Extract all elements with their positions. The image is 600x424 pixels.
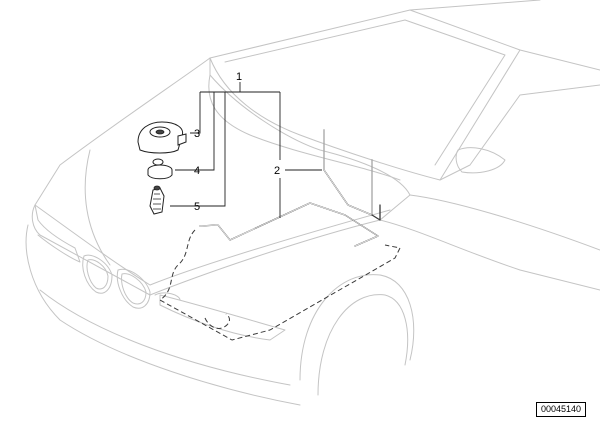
hidden-hose-path — [159, 229, 401, 341]
hood-crease-left — [84, 149, 111, 266]
leader-lines — [170, 82, 322, 218]
kidney-grille-right-inner — [121, 273, 147, 305]
grommet-part — [147, 158, 173, 180]
wheel-arch — [299, 274, 415, 381]
kidney-grille-left-inner — [86, 259, 109, 290]
callout-5: 5 — [194, 201, 200, 213]
headlight-left — [34, 204, 81, 263]
roof-line — [409, 0, 600, 71]
windshield — [209, 9, 521, 181]
bumper — [25, 224, 301, 406]
hood-badge — [154, 292, 181, 301]
kidney-grille-left — [82, 254, 113, 294]
wheel-arch-inner — [317, 294, 409, 396]
callout-4: 4 — [194, 165, 200, 177]
washer-hose — [199, 129, 381, 247]
washer-nozzle-part — [137, 121, 187, 154]
kidney-grille-right — [116, 268, 151, 309]
callout-1: 1 — [236, 71, 242, 83]
hidden-hose-outline — [159, 229, 401, 341]
side-mirror — [455, 147, 506, 174]
hidden-nozzle-outline — [204, 313, 230, 329]
callout-2: 2 — [274, 165, 280, 177]
car-body-outline — [25, 0, 600, 406]
hood-crease — [208, 74, 401, 181]
callout-3: 3 — [194, 128, 200, 140]
bumper-lower — [39, 289, 291, 386]
hood-outline — [31, 57, 411, 296]
fender — [379, 194, 600, 291]
hood-front-edge — [34, 204, 391, 286]
clip-part — [149, 185, 165, 215]
a-pillar — [439, 84, 600, 181]
headlight-right — [159, 294, 286, 341]
windshield-inner — [224, 19, 506, 166]
reference-number: 00045140 — [535, 402, 586, 417]
